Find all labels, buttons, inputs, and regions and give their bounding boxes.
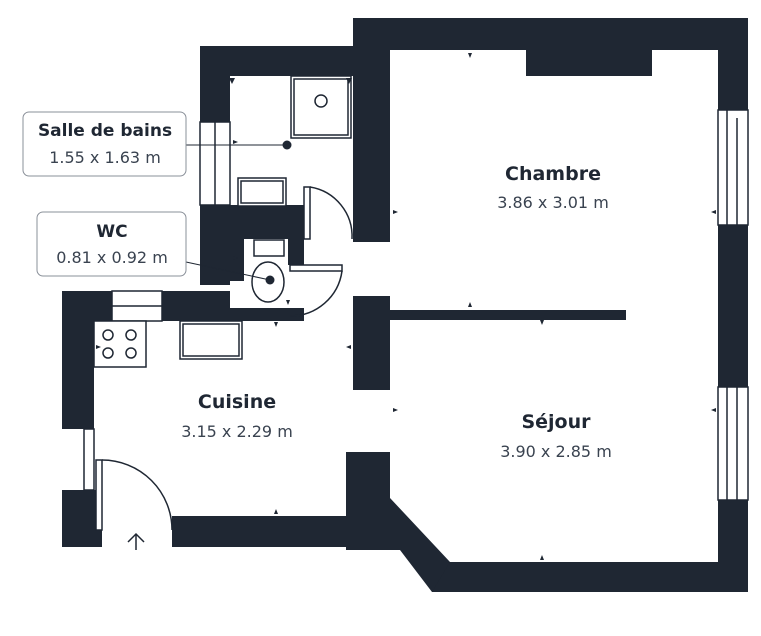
wall-kitchen-bottom <box>172 516 390 547</box>
callout-bathroom: Salle de bains 1.55 x 1.63 m <box>22 111 292 177</box>
toilet <box>251 239 285 303</box>
wall-bedroom-header-block <box>526 50 652 76</box>
wall-pillar-kitchen-living <box>353 296 390 390</box>
wall-bottom-living <box>432 562 748 592</box>
room-sejour: Séjour 3.90 x 2.85 m <box>500 411 612 461</box>
wall-bedroom-living <box>390 310 626 320</box>
wall-left-bathroom-upper <box>200 46 230 122</box>
bathroom-sink <box>237 177 287 207</box>
wall-kitchen-top-right <box>230 308 304 321</box>
wall-bath-bedroom <box>353 18 390 242</box>
room-name-cuisine: Cuisine <box>198 391 276 413</box>
window-living <box>717 386 749 501</box>
door-entrance <box>95 459 173 531</box>
room-dims-chambre: 3.86 x 3.01 m <box>497 193 609 212</box>
callout-wc: WC 0.81 x 0.92 m <box>36 211 275 285</box>
shower <box>290 75 352 139</box>
kitchen-sink <box>179 320 243 360</box>
up-arrow-icon <box>127 532 145 550</box>
callout-dims-wc: 0.81 x 0.92 m <box>56 248 168 267</box>
window-kitchen <box>111 290 163 322</box>
room-cuisine: Cuisine 3.15 x 2.29 m <box>181 391 293 441</box>
window-bathroom <box>199 121 231 206</box>
fixtures <box>93 75 352 368</box>
wall-kitchen-left-upper <box>62 291 94 429</box>
dimension-ticks <box>96 53 716 560</box>
callout-name-wc: WC <box>96 222 127 242</box>
wall-right-upper <box>718 18 748 110</box>
windows <box>83 109 749 501</box>
window-kitchen-side <box>83 428 95 491</box>
doors <box>95 186 353 531</box>
wall-diagonal <box>346 452 450 592</box>
callout-dims-bathroom: 1.55 x 1.63 m <box>49 148 161 167</box>
wall-top-bedroom <box>360 18 748 50</box>
room-chambre: Chambre 3.86 x 3.01 m <box>497 163 609 212</box>
window-bedroom <box>717 109 749 226</box>
room-dims-sejour: 3.90 x 2.85 m <box>500 442 612 461</box>
room-name-sejour: Séjour <box>521 411 591 433</box>
room-dims-cuisine: 3.15 x 2.29 m <box>181 422 293 441</box>
stove <box>93 320 147 368</box>
wall-kitchen-top-middle <box>162 291 230 321</box>
door-bathroom <box>303 186 353 240</box>
wall-wc-right <box>288 205 304 265</box>
wall-right-middle <box>718 225 748 387</box>
door-wc <box>289 264 343 317</box>
walls <box>62 18 748 592</box>
callout-name-bathroom: Salle de bains <box>38 121 172 141</box>
room-name-chambre: Chambre <box>505 163 601 185</box>
